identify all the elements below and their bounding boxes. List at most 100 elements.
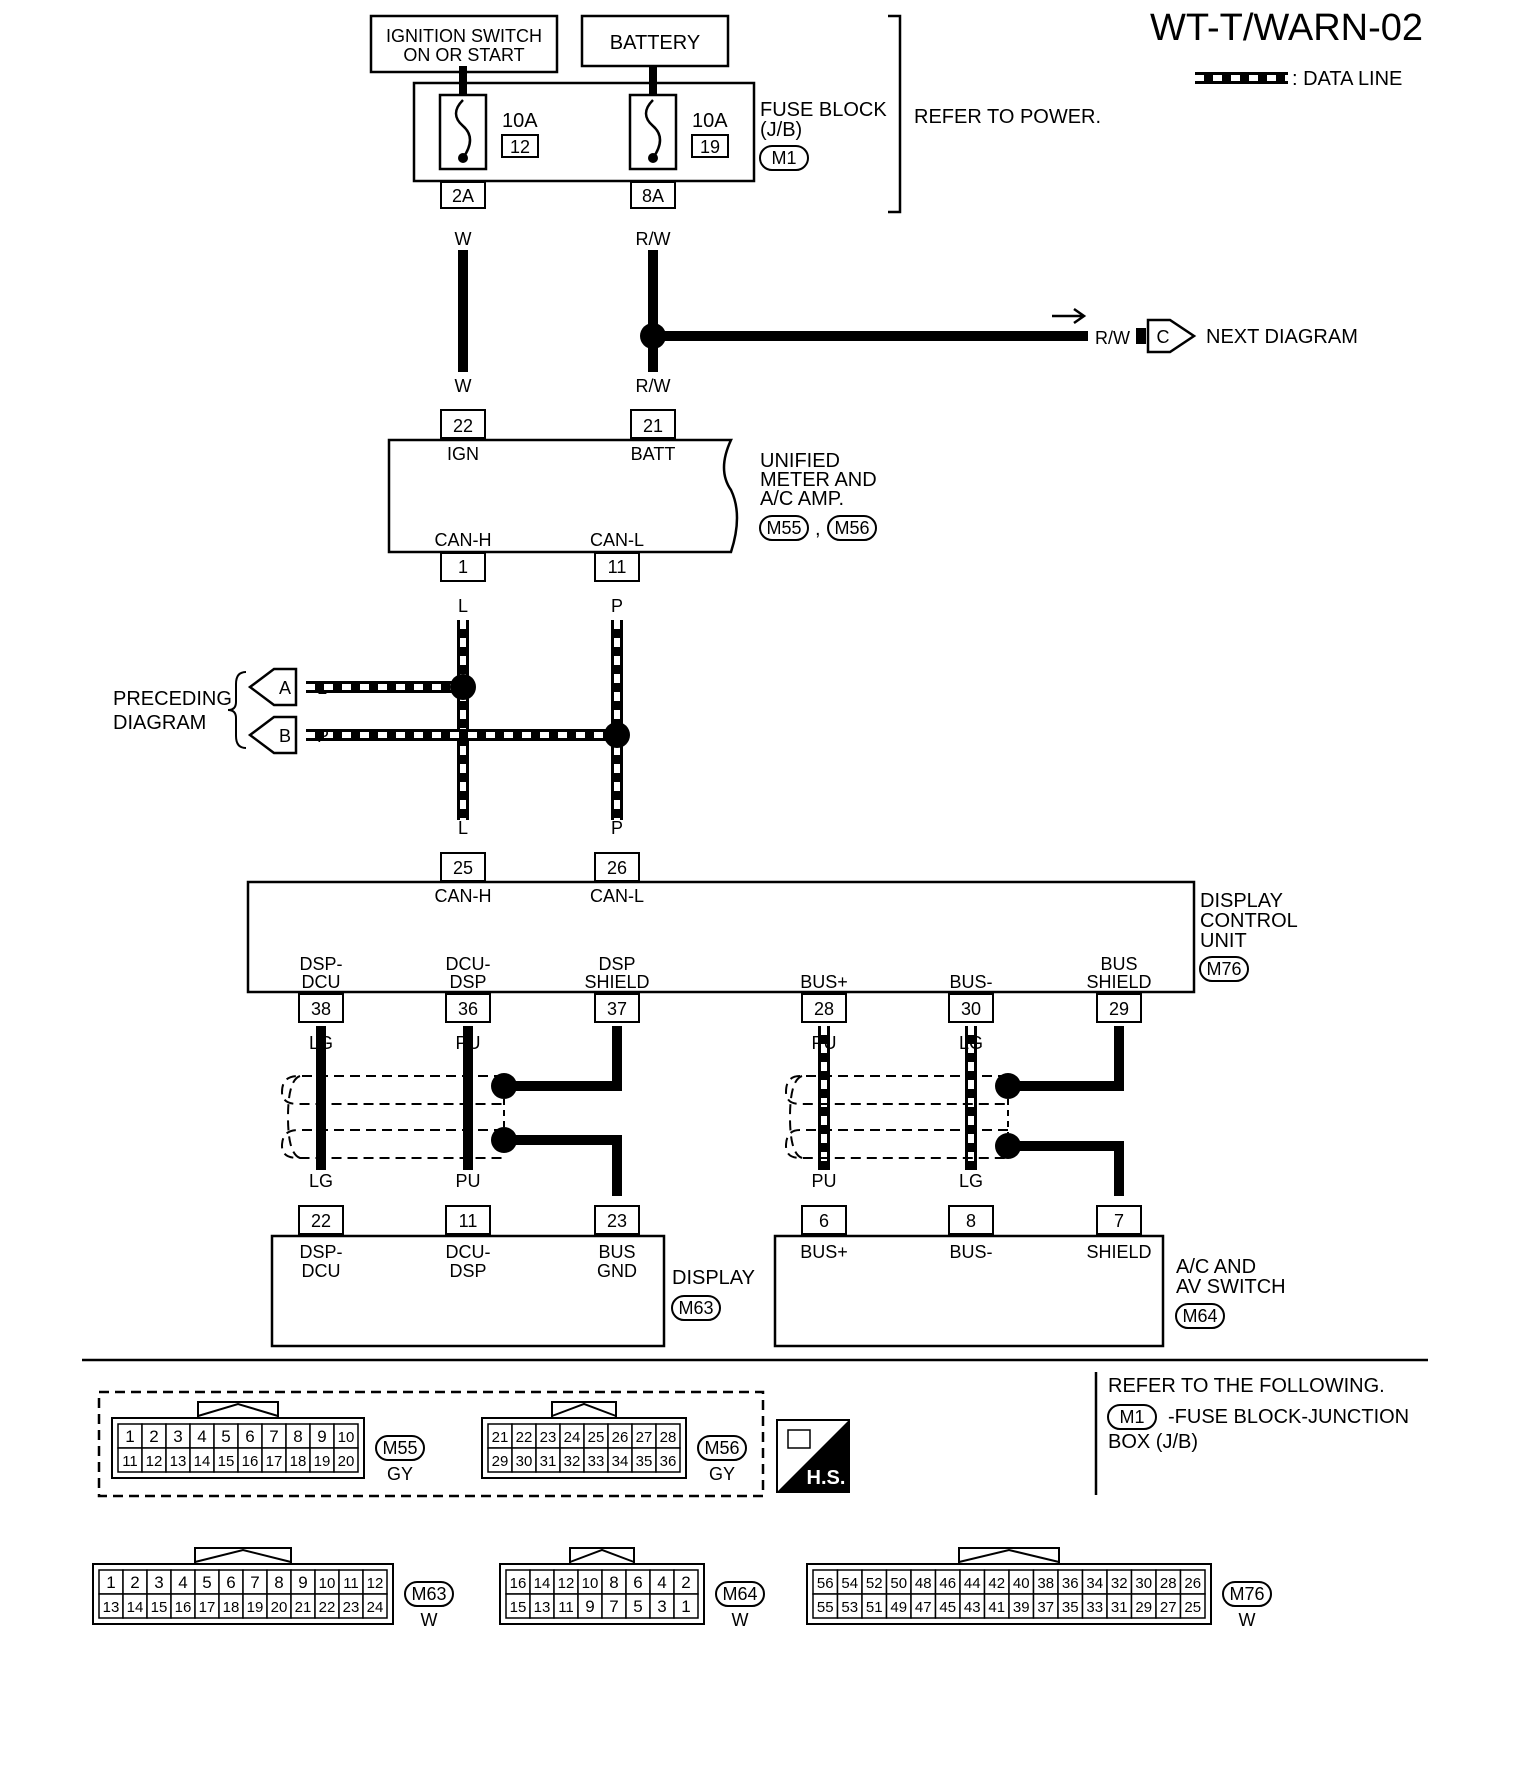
connector-pin-number: 7 bbox=[250, 1573, 259, 1592]
fuse-block-label: FUSE BLOCK bbox=[760, 99, 887, 121]
battery-label: BATTERY bbox=[610, 32, 700, 54]
connector-cell bbox=[577, 1593, 603, 1619]
connector-pin-number: 6 bbox=[633, 1573, 642, 1592]
display-pin-number: 22 bbox=[311, 1211, 331, 1231]
meter-ign-label: IGN bbox=[447, 444, 479, 464]
connector-pin-number: 24 bbox=[564, 1429, 581, 1446]
wire-label-pu-4: PU bbox=[811, 1171, 836, 1191]
connector-pin-number: 34 bbox=[1086, 1575, 1103, 1592]
connector-pin-number: 23 bbox=[343, 1599, 360, 1616]
meter-pin-11: 11 bbox=[608, 557, 627, 577]
connector-pin-number: 7 bbox=[269, 1427, 278, 1446]
pin-2a: 2A bbox=[452, 186, 474, 206]
connector-pin-number: 6 bbox=[226, 1573, 235, 1592]
connector-pin-number: 28 bbox=[1160, 1575, 1177, 1592]
connector-pin-number: 26 bbox=[1184, 1575, 1201, 1592]
connector-tab bbox=[958, 1547, 1060, 1565]
display-pin-label-2: DSP bbox=[449, 1261, 486, 1281]
connector-cell bbox=[607, 1447, 633, 1473]
connector-id-badge bbox=[375, 1435, 425, 1461]
connector-pin-number: 3 bbox=[154, 1573, 163, 1592]
wire-label-rw-top: R/W bbox=[636, 229, 671, 249]
connector-color: W bbox=[421, 1610, 438, 1630]
acsw-pin-box bbox=[948, 1205, 994, 1235]
connector-cell bbox=[362, 1569, 388, 1595]
connector-cell bbox=[338, 1569, 364, 1595]
connector-pin-number: 35 bbox=[636, 1453, 653, 1470]
dcu-pin-label-top: DSP bbox=[598, 954, 635, 974]
meter-name-3: A/C AMP. bbox=[760, 488, 844, 510]
connector-cell bbox=[577, 1569, 603, 1595]
wire-label-l-top: L bbox=[458, 596, 468, 616]
display-pin-label: DCU- bbox=[446, 1242, 491, 1262]
connector-pin-number: 22 bbox=[319, 1599, 336, 1616]
connector-cell bbox=[559, 1423, 585, 1449]
connector-cell bbox=[649, 1569, 675, 1595]
connector-pin-number: 25 bbox=[588, 1429, 605, 1446]
wire-label-lg-2: LG bbox=[309, 1171, 333, 1191]
connector-pin-number: 35 bbox=[1062, 1599, 1079, 1616]
refer-line-1: REFER TO THE FOLLOWING. bbox=[1108, 1375, 1385, 1397]
connector-pin-number: 24 bbox=[367, 1599, 384, 1616]
unified-meter-box bbox=[387, 438, 739, 554]
connector-pin-number: 44 bbox=[964, 1575, 981, 1592]
connector-cell bbox=[141, 1423, 167, 1449]
connector-pin-number: 33 bbox=[588, 1453, 605, 1470]
connector-tab bbox=[551, 1401, 617, 1419]
connector-pin-number: 53 bbox=[841, 1599, 858, 1616]
connector-pin-number: 32 bbox=[564, 1453, 581, 1470]
connector-cell bbox=[631, 1447, 657, 1473]
next-conn: C bbox=[1157, 327, 1170, 347]
display-control-unit-box bbox=[246, 880, 1196, 994]
connector-cell bbox=[218, 1569, 244, 1595]
connector-pin-number: 9 bbox=[298, 1573, 307, 1592]
preceding-label-2: DIAGRAM bbox=[113, 712, 206, 734]
acsw-pin-number: 8 bbox=[966, 1211, 976, 1231]
ignition-label-2: ON OR START bbox=[403, 45, 524, 65]
preceding-b-arrow bbox=[247, 715, 298, 755]
connector-pin-number: 48 bbox=[915, 1575, 932, 1592]
connector-cell bbox=[309, 1447, 335, 1473]
connector-pin-number: 31 bbox=[1111, 1599, 1128, 1616]
acsw-name-2: AV SWITCH bbox=[1176, 1276, 1286, 1298]
connector-pin-number: 10 bbox=[582, 1575, 599, 1592]
preceding-b-conn: B bbox=[279, 726, 291, 746]
connector-pin-number: 27 bbox=[636, 1429, 653, 1446]
splice-can-l bbox=[604, 722, 630, 748]
connector-pin-number: 12 bbox=[367, 1575, 384, 1592]
connector-cell bbox=[309, 1423, 335, 1449]
preceding-label-1: PRECEDING bbox=[113, 688, 232, 710]
display-pin-box bbox=[445, 1205, 491, 1235]
acsw-conn: M64 bbox=[1182, 1306, 1217, 1326]
connector-pin-number: 5 bbox=[202, 1573, 211, 1592]
display-pin-label-2: DCU bbox=[302, 1261, 341, 1281]
connector-cell bbox=[146, 1593, 172, 1619]
refer-line-2: -FUSE BLOCK-JUNCTION bbox=[1168, 1406, 1409, 1428]
connector-pin-number: 51 bbox=[866, 1599, 883, 1616]
connector-pin-number: 16 bbox=[242, 1453, 259, 1470]
connector-pin-number: 5 bbox=[221, 1427, 230, 1446]
connector-pin-number: 23 bbox=[540, 1429, 557, 1446]
acsw-pin-label: SHIELD bbox=[1086, 1242, 1151, 1262]
connector-pin-number: 14 bbox=[127, 1599, 144, 1616]
connector-pin-number: 9 bbox=[317, 1427, 326, 1446]
wire-bus-gnd bbox=[504, 1135, 622, 1196]
connector-cell bbox=[673, 1593, 699, 1619]
acsw-pin-label: BUS+ bbox=[800, 1242, 848, 1262]
connector-pin-number: 28 bbox=[660, 1429, 677, 1446]
next-diagram-label: NEXT DIAGRAM bbox=[1206, 326, 1358, 348]
refer-line-3: BOX (J/B) bbox=[1108, 1431, 1198, 1453]
preceding-a-conn: A bbox=[279, 678, 291, 698]
dcu-pin-number: 38 bbox=[311, 999, 331, 1019]
connector-id-badge bbox=[697, 1435, 747, 1461]
connector-pin-number: 19 bbox=[247, 1599, 264, 1616]
connector-pin-number: 13 bbox=[534, 1599, 551, 1616]
connector-pin-number: 8 bbox=[274, 1573, 283, 1592]
connector-cell bbox=[122, 1569, 148, 1595]
connector-pin-number: 18 bbox=[290, 1453, 307, 1470]
connector-cell bbox=[959, 1569, 986, 1595]
display-pin-box bbox=[594, 1205, 640, 1235]
connector-pin-number: 22 bbox=[516, 1429, 533, 1446]
legend-label: : DATA LINE bbox=[1292, 68, 1402, 90]
